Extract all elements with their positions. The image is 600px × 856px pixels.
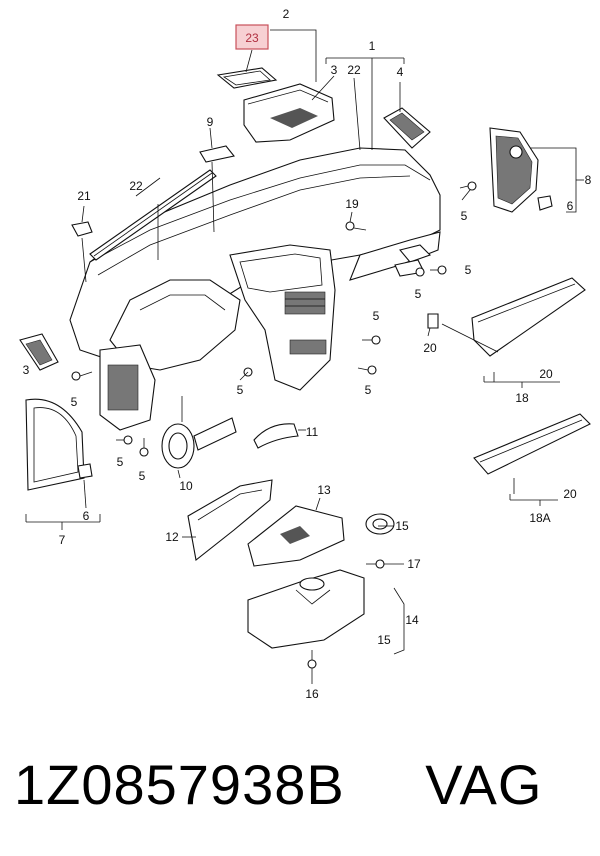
part-12-lower-trim [187, 479, 273, 561]
part-8-end-cap [489, 127, 539, 213]
callout-12: 12 [165, 530, 179, 544]
part-21-plug [71, 221, 93, 237]
callout-13: 13 [317, 483, 331, 497]
callout-labels: 23 2 1 3 22 4 9 22 21 8 6 5 19 5 5 5 20 … [23, 7, 592, 701]
callout-5-g: 5 [71, 395, 78, 409]
callout-22-left: 22 [129, 179, 143, 193]
callout-3-left: 3 [23, 363, 30, 377]
leader-lines [25, 29, 584, 684]
callout-5-f: 5 [237, 383, 244, 397]
part-number: 1Z0857938B [14, 753, 345, 816]
screw-5b [430, 265, 447, 275]
callout-20-c: 20 [563, 487, 577, 501]
callout-3-top: 3 [331, 63, 338, 77]
callout-7: 7 [59, 533, 66, 547]
screw-5h [116, 435, 133, 445]
callout-18: 18 [515, 391, 529, 405]
part-10-switch-ring [161, 417, 237, 469]
part-14-column-shroud-lower [247, 569, 365, 649]
part-7-end-cap-left [25, 398, 85, 491]
callout-11: 11 [306, 425, 319, 439]
callout-20-b: 20 [539, 367, 553, 381]
part-2-speaker-housing [243, 83, 335, 143]
callout-14: 14 [405, 613, 419, 627]
callout-8: 8 [585, 173, 592, 187]
screw-5i [139, 438, 149, 457]
screw-19 [345, 221, 367, 231]
callout-5-d: 5 [373, 309, 380, 323]
callout-5-c: 5 [415, 287, 422, 301]
callout-5-b: 5 [465, 263, 472, 277]
callout-5-h: 5 [117, 455, 124, 469]
callout-22-top: 22 [347, 63, 361, 77]
screw-16 [307, 650, 317, 669]
callout-21: 21 [77, 189, 91, 203]
callout-15-lower: 15 [377, 633, 391, 647]
callout-23: 23 [245, 31, 259, 45]
screw-5e [357, 365, 377, 375]
callout-17: 17 [407, 557, 421, 571]
callout-5-a: 5 [461, 209, 468, 223]
part-15-ring [365, 513, 395, 535]
part-4-grille [383, 107, 431, 149]
part-18-trim [471, 277, 586, 357]
callout-15-upper: 15 [395, 519, 409, 533]
screw-5c [415, 267, 425, 277]
callout-19: 19 [345, 197, 359, 211]
screw-5f [239, 367, 253, 381]
screw-17 [366, 559, 385, 569]
screws [71, 181, 477, 669]
clip-20 [427, 313, 439, 329]
callout-23-highlight-box [235, 24, 269, 50]
callout-9: 9 [207, 115, 214, 129]
part-18a-trim [473, 413, 591, 475]
screw-5g [71, 371, 93, 381]
part-13-column-shroud-upper [247, 505, 345, 567]
part-caption: 1Z0857938B VAG [14, 752, 594, 832]
callout-4: 4 [397, 65, 404, 79]
callout-5-e: 5 [365, 383, 372, 397]
callout-18a: 18A [529, 511, 550, 525]
brand-name: VAG [425, 753, 543, 816]
callout-1: 1 [369, 39, 376, 53]
callout-6-right: 6 [567, 199, 574, 213]
screw-5a [459, 181, 477, 191]
part-9-clip [199, 145, 235, 163]
part-22-trim-strip [89, 169, 217, 261]
part-6-clip-left [77, 463, 93, 479]
part-6-clip-right [537, 195, 553, 211]
screw-5d [362, 335, 381, 345]
dashboard-panel [69, 147, 441, 431]
callout-5-i: 5 [139, 469, 146, 483]
callout-10: 10 [179, 479, 193, 493]
callout-20-a: 20 [423, 341, 437, 355]
part-23-cover [216, 67, 278, 89]
centre-vent-grille [284, 291, 327, 355]
callout-6-left: 6 [83, 509, 90, 523]
part-11-trim [253, 423, 299, 449]
callout-2: 2 [283, 7, 290, 21]
part-3-left-vent [19, 333, 59, 371]
callout-16: 16 [305, 687, 319, 701]
